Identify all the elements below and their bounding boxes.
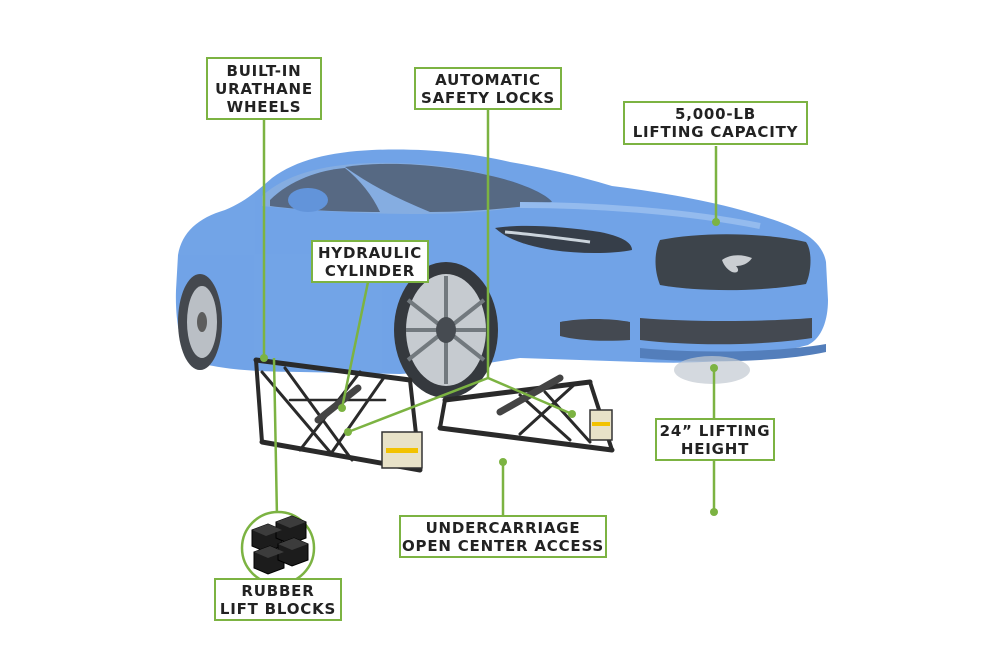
callout-lifting-capacity: 5,000-LB LIFTING CAPACITY bbox=[623, 101, 808, 145]
callout-lifting-height: 24” LIFTING HEIGHT bbox=[655, 418, 775, 461]
leader-lines bbox=[262, 108, 718, 519]
callout-line: HEIGHT bbox=[680, 439, 750, 458]
callout-line: OPEN CENTER ACCESS bbox=[401, 536, 605, 555]
lower-intake bbox=[640, 318, 812, 345]
callout-line: LIFT BLOCKS bbox=[219, 599, 337, 618]
callout-line: HYDRAULIC bbox=[317, 243, 423, 262]
callout-line: LIFTING CAPACITY bbox=[632, 123, 799, 141]
leader-dots bbox=[260, 218, 720, 516]
callout-undercarriage-access: UNDERCARRIAGE OPEN CENTER ACCESS bbox=[399, 515, 607, 558]
callout-safety-locks: AUTOMATIC SAFETY LOCKS bbox=[414, 67, 562, 110]
side-mirror bbox=[288, 188, 328, 212]
callout-line: BUILT-IN bbox=[226, 61, 302, 80]
rubber-block-icon bbox=[240, 510, 316, 586]
hood-highlight bbox=[519, 202, 761, 229]
callout-line: RUBBER bbox=[241, 581, 315, 600]
callout-line: URATHANE bbox=[215, 79, 313, 98]
windshield bbox=[345, 163, 552, 212]
callout-line: AUTOMATIC bbox=[435, 70, 541, 89]
callout-line: SAFETY LOCKS bbox=[420, 88, 556, 107]
callout-rubber-lift-blocks: RUBBER LIFT BLOCKS bbox=[214, 578, 342, 621]
car-illustration bbox=[175, 149, 828, 398]
callout-urathane-wheels: BUILT-IN URATHANE WHEELS bbox=[206, 57, 322, 120]
callout-line: 24” LIFTING bbox=[659, 421, 771, 440]
callout-line: 5,000-LB bbox=[674, 105, 757, 123]
callout-hydraulic-cylinder: HYDRAULIC CYLINDER bbox=[311, 240, 429, 283]
callout-line: WHEELS bbox=[226, 97, 302, 116]
pony-logo bbox=[722, 255, 752, 273]
callout-line: UNDERCARRIAGE bbox=[425, 518, 581, 537]
callout-line: CYLINDER bbox=[324, 261, 416, 280]
